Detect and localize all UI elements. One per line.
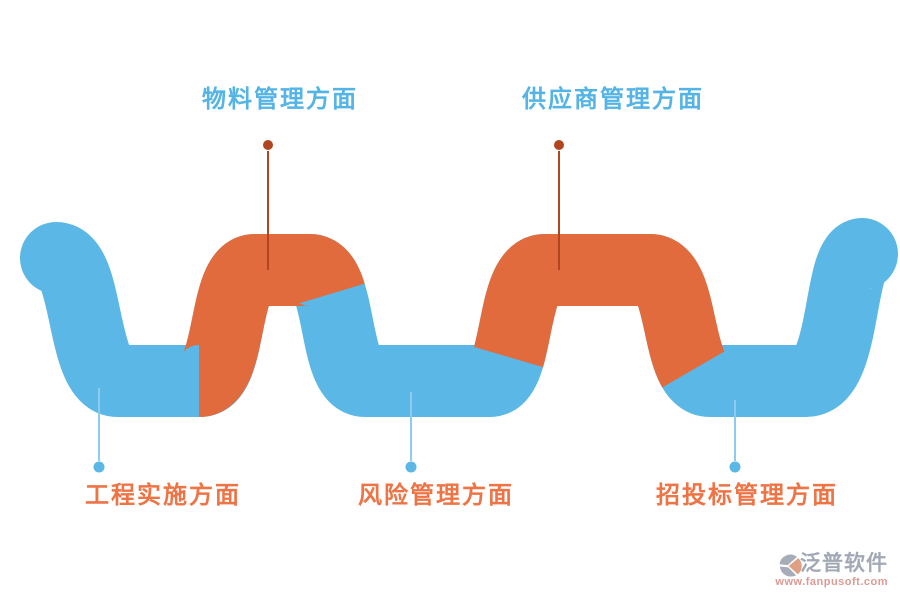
callout-dot-risk (405, 461, 417, 473)
callout-dot-implementation (93, 461, 105, 473)
callout-dot-supplier (554, 140, 564, 150)
brand-watermark: 泛普软件 www.fanpusoft.com (775, 552, 888, 588)
label-material-management: 物料管理方面 (202, 86, 358, 113)
watermark-brand-text: 泛普软件 (800, 551, 888, 575)
wave-orange-segment-2 (473, 234, 726, 388)
fanpu-logo-icon (779, 554, 803, 577)
callout-dot-bidding (729, 461, 741, 473)
callout-dot-material (263, 140, 273, 150)
label-bidding-management: 招投标管理方面 (656, 482, 838, 509)
label-risk-management: 风险管理方面 (358, 482, 514, 509)
label-supplier-management: 供应商管理方面 (522, 86, 704, 113)
label-project-implementation: 工程实施方面 (85, 482, 241, 509)
wave-blue-tube (20, 218, 898, 417)
wave-orange-segment-1 (180, 234, 365, 417)
watermark-url-text: www.fanpusoft.com (775, 576, 888, 588)
